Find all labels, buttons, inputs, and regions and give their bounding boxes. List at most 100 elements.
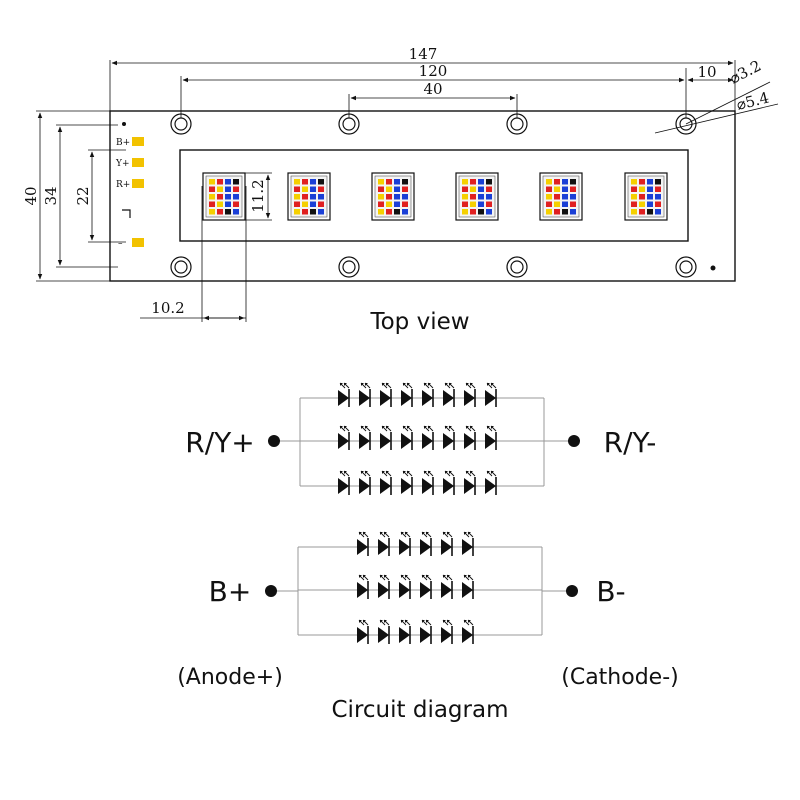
mounting-hole [170, 256, 192, 278]
led-diode [420, 531, 432, 556]
led-diode [441, 531, 453, 556]
led-diode [357, 619, 369, 644]
mounting-hole [506, 256, 528, 278]
corner-dot [710, 265, 716, 271]
terminal-ry-plus [268, 435, 280, 447]
led-diode [462, 619, 474, 644]
dim-edge-offset: 10 [697, 63, 716, 81]
anode-note: (Anode+) [177, 665, 283, 690]
led-diode [338, 425, 350, 450]
top-view: B+ Y+ R+ – 147 120 40 [22, 45, 779, 335]
dim-head-diameter: ⌀5.4 [735, 88, 771, 113]
terminal-b-plus [265, 585, 277, 597]
dim-pad-span: 22 [74, 186, 92, 205]
dim-led-width: 10.2 [151, 299, 184, 317]
dim-led-pitch: 40 [423, 80, 442, 98]
led-diode [359, 470, 371, 495]
dim-led-height: 11.2 [249, 179, 267, 212]
led-window [179, 149, 689, 242]
pad-label-y-plus: Y+ [115, 159, 129, 169]
pad-minus-rect [132, 238, 144, 247]
ry-led-array [274, 382, 574, 495]
led-diode [443, 425, 455, 450]
pad-r-plus-rect [132, 179, 144, 188]
label-b-plus: B+ [209, 575, 252, 608]
led-diode [441, 574, 453, 599]
circuit-diagram: R/Y+ R/Y- B+ B- (Anode+) (Cathode-) Circ… [177, 382, 679, 723]
pad-y-plus: Y+ [115, 158, 144, 169]
led-diode [357, 531, 369, 556]
led-diode [441, 619, 453, 644]
led-diode [464, 470, 476, 495]
led-diode [485, 382, 497, 407]
cathode-note: (Cathode-) [561, 665, 678, 690]
bracket-mark [122, 209, 131, 218]
leader-head-diameter [654, 103, 779, 134]
pad-b-plus-rect [132, 137, 144, 146]
led-diode [338, 382, 350, 407]
label-ry-plus: R/Y+ [185, 426, 254, 459]
led-diode [338, 470, 350, 495]
led-diode [422, 382, 434, 407]
dim-total-height: 40 [22, 186, 40, 205]
mounting-hole [338, 256, 360, 278]
led-diode [401, 382, 413, 407]
led-chips [202, 172, 668, 221]
pad-label-r-plus: R+ [116, 180, 130, 190]
led-diode [357, 574, 369, 599]
led-diode [399, 531, 411, 556]
leader-hole-diameter [685, 81, 771, 125]
led-diode [422, 470, 434, 495]
polarity-dot [122, 122, 126, 126]
led-diode [420, 619, 432, 644]
led-diode [378, 619, 390, 644]
led-diode [380, 470, 392, 495]
label-ry-minus: R/Y- [604, 426, 657, 459]
led-diode [485, 470, 497, 495]
led-diode [401, 425, 413, 450]
led-diode [359, 425, 371, 450]
top-view-caption: Top view [369, 309, 469, 335]
dim-total-length: 147 [409, 45, 438, 63]
led-chip [287, 172, 331, 221]
mounting-hole [675, 256, 697, 278]
led-diode [464, 382, 476, 407]
terminal-b-minus [566, 585, 578, 597]
pad-label-minus: – [118, 239, 123, 249]
dim-window-height: 34 [42, 186, 60, 205]
led-diode [359, 382, 371, 407]
led-diode [464, 425, 476, 450]
label-b-minus: B- [596, 575, 625, 608]
terminal-ry-minus [568, 435, 580, 447]
pad-minus: – [118, 238, 144, 249]
led-chip [202, 172, 246, 221]
led-chip [371, 172, 415, 221]
pad-r-plus: R+ [116, 179, 144, 190]
led-diode [443, 470, 455, 495]
led-diode [422, 425, 434, 450]
led-diode [399, 574, 411, 599]
led-chip [455, 172, 499, 221]
dim-hole-pitch: 120 [419, 62, 448, 80]
led-diode [485, 425, 497, 450]
led-chip [539, 172, 583, 221]
led-diode [380, 382, 392, 407]
led-diode [462, 574, 474, 599]
led-diode [380, 425, 392, 450]
pad-label-b-plus: B+ [116, 138, 130, 148]
led-diode [420, 574, 432, 599]
led-diode [399, 619, 411, 644]
led-diode [378, 531, 390, 556]
led-diode [462, 531, 474, 556]
b-led-array [271, 531, 572, 644]
pad-b-plus: B+ [116, 137, 144, 148]
led-chip [624, 172, 668, 221]
led-diode [401, 470, 413, 495]
led-diode [378, 574, 390, 599]
pcb-board [109, 110, 736, 282]
dim-hole-diameter: ⌀3.2 [727, 57, 764, 88]
pad-y-plus-rect [132, 158, 144, 167]
circuit-caption: Circuit diagram [332, 697, 509, 723]
led-diode [443, 382, 455, 407]
